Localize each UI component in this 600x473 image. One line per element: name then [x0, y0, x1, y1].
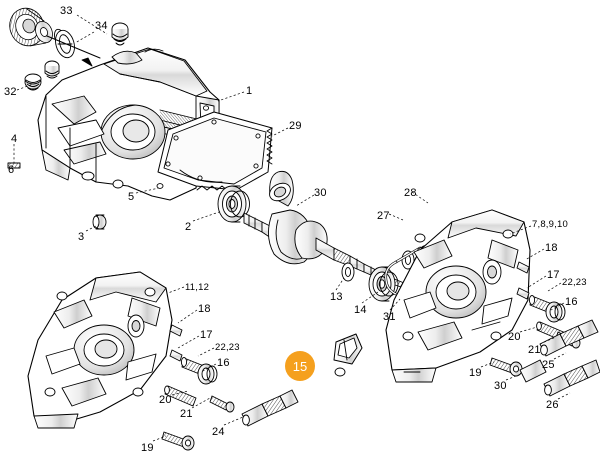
part-14-ball-bearing-right [368, 266, 399, 302]
callout-31: 31 [383, 311, 396, 323]
callout-27: 27 [377, 210, 390, 222]
leader-lines [13, 14, 571, 442]
part-plug-lower-left [44, 60, 60, 79]
callout-34: 34 [95, 20, 108, 32]
callout-16: 16 [217, 357, 230, 369]
callout-7-8-9-10: 7,8,9,10 [532, 219, 568, 230]
callout-25: 25 [542, 359, 555, 371]
part-29-gasket [157, 111, 273, 191]
callout-18: 18 [545, 242, 558, 254]
leader-line-30 [505, 373, 522, 381]
leader-line-26 [557, 392, 571, 400]
callout-33: 33 [60, 5, 73, 17]
drive-shaft [46, 35, 101, 59]
callout-26: 26 [546, 399, 559, 411]
callout-19: 19 [141, 442, 154, 454]
leader-line-24 [223, 416, 244, 426]
callout-30: 30 [494, 380, 507, 392]
callout-17: 17 [200, 329, 213, 341]
leader-line-14 [361, 291, 379, 304]
highlight-badge-15[interactable]: 15 [285, 351, 315, 381]
leader-line-34 [74, 31, 95, 44]
part-right-crankcase-half [385, 209, 531, 383]
part-33-clutch-drum [9, 7, 53, 47]
leader-line-18 [177, 309, 198, 324]
callout-30: 30 [314, 187, 327, 199]
leader-line-11-12 [167, 286, 185, 294]
callout-22-23: 22,23 [215, 342, 240, 353]
part-plug-upper [111, 22, 129, 46]
leader-line-21 [539, 336, 557, 345]
leader-line-17 [177, 335, 200, 349]
part-15-bumper-spike [333, 333, 363, 377]
leader-line-22-23 [197, 347, 215, 357]
callout-11-12: 11,12 [185, 282, 210, 293]
leader-line-20 [519, 326, 538, 333]
callout-3: 3 [78, 231, 85, 243]
callout-21: 21 [180, 408, 193, 420]
callout-21: 21 [528, 344, 541, 356]
leader-line-30 [295, 194, 315, 207]
leader-line-5 [135, 187, 160, 194]
leader-line-27 [388, 213, 404, 221]
leader-line-32 [16, 83, 34, 91]
leader-line-29 [271, 127, 289, 137]
part-left-crankcase-half-bottom [27, 271, 173, 429]
leader-line-28 [411, 191, 429, 204]
callout-28: 28 [404, 187, 417, 199]
callout-20: 20 [508, 331, 521, 343]
callout-24: 24 [212, 426, 225, 438]
leader-line-33 [76, 14, 108, 35]
part-2-ball-bearing-left [217, 185, 250, 223]
callout-17: 17 [547, 269, 560, 281]
callout-16: 16 [565, 296, 578, 308]
leader-arrow [81, 57, 93, 67]
callout-6: 6 [8, 164, 15, 176]
leader-line-7-8-9-10 [509, 225, 532, 235]
leader-line-2 [192, 210, 223, 222]
callout-19: 19 [469, 367, 482, 379]
leader-line-1 [217, 91, 245, 102]
part-3-bushing [92, 214, 107, 230]
callout-1: 1 [246, 85, 253, 97]
callout-20: 20 [159, 394, 172, 406]
callout-5: 5 [128, 191, 135, 203]
leader-line-25 [553, 352, 567, 360]
part-32-plug [24, 73, 42, 91]
part-13-washer [341, 262, 355, 282]
callout-2: 2 [185, 221, 192, 233]
callout-29: 29 [289, 120, 302, 132]
callout-18: 18 [198, 303, 211, 315]
callout-13: 13 [330, 291, 343, 303]
leader-line-13 [335, 277, 345, 291]
callout-14: 14 [354, 304, 367, 316]
fastener-group-right [489, 261, 600, 397]
callout-32: 32 [4, 86, 17, 98]
leader-line-21 [191, 397, 211, 409]
callout-4: 4 [11, 133, 18, 145]
callout-22-23: 22,23 [562, 277, 587, 288]
leader-line-18 [524, 248, 545, 261]
leader-line-20 [171, 390, 189, 396]
fastener-group-left [161, 324, 299, 451]
leader-line-22-23 [547, 282, 562, 292]
leader-line-17 [526, 275, 547, 289]
